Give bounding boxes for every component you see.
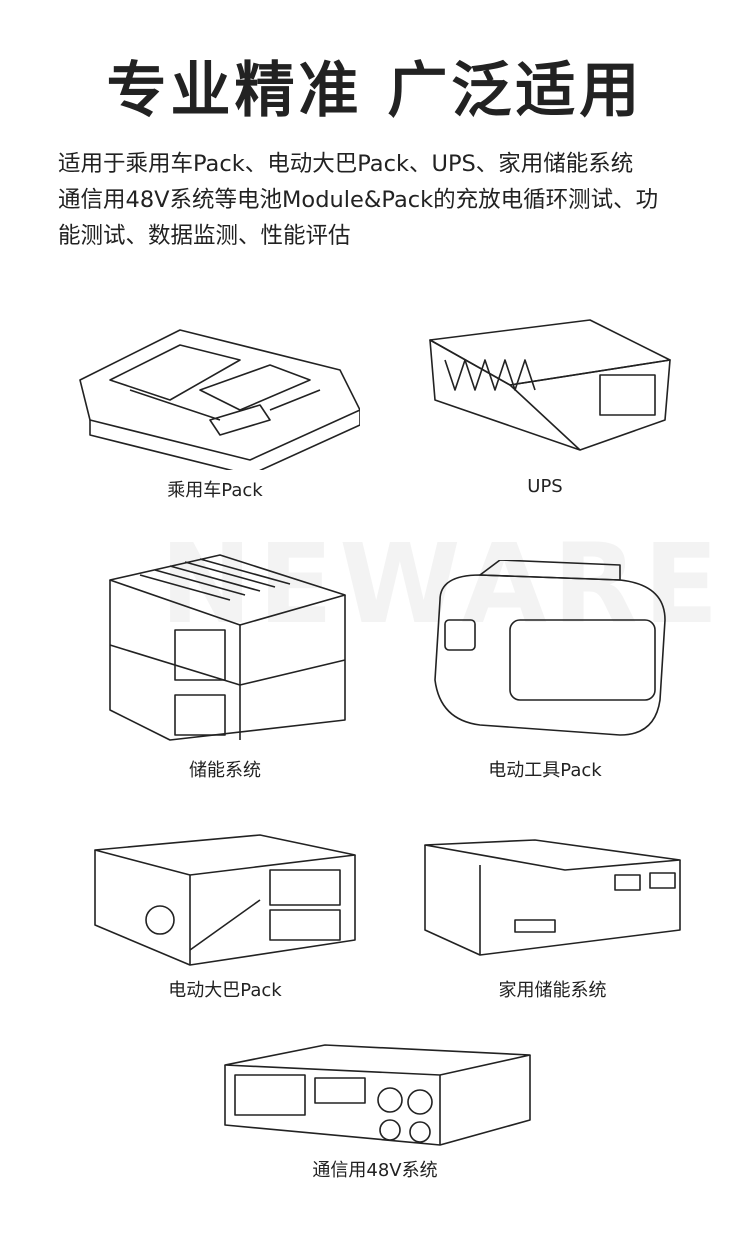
power-tool-battery-icon — [434, 560, 666, 736]
product-energy-storage: 储能系统 — [100, 550, 350, 782]
description-line: 适用于乘用车Pack、电动大巴Pack、UPS、家用储能系统 — [58, 151, 634, 177]
product-power-tool: 电动工具Pack — [420, 560, 670, 782]
description-line: 通信用48V系统等电池Module&Pack的充放电循环测试、功 — [58, 187, 659, 213]
product-home-storage: 家用储能系统 — [415, 835, 690, 1002]
page-title: 专业精准 广泛适用 — [106, 56, 644, 126]
product-telecom-48v: 通信用48V系统 — [215, 1040, 535, 1182]
product-label: 家用储能系统 — [498, 980, 607, 1001]
watermark: NEWARE — [160, 520, 725, 648]
product-label: 储能系统 — [189, 760, 261, 781]
product-bus-pack: 电动大巴Pack — [90, 830, 360, 1002]
home-storage-unit-icon — [424, 839, 681, 956]
description: 适用于乘用车Pack、电动大巴Pack、UPS、家用储能系统 通信用48V系统等… — [58, 146, 708, 254]
car-battery-pack-icon — [79, 329, 360, 470]
product-label: 通信用48V系统 — [312, 1160, 438, 1181]
product-ups: UPS — [410, 310, 680, 497]
product-label: 电动大巴Pack — [168, 980, 282, 1001]
product-label: 乘用车Pack — [167, 480, 263, 501]
product-label: UPS — [527, 476, 563, 497]
product-label: 电动工具Pack — [488, 760, 602, 781]
energy-storage-rack-icon — [109, 554, 346, 741]
bus-battery-pack-icon — [94, 834, 356, 966]
description-line: 能测试、数据监测、性能评估 — [58, 223, 351, 249]
product-car-pack: 乘用车Pack — [70, 310, 360, 502]
telecom-48v-unit-icon — [224, 1044, 531, 1146]
ups-module-icon — [429, 319, 671, 451]
